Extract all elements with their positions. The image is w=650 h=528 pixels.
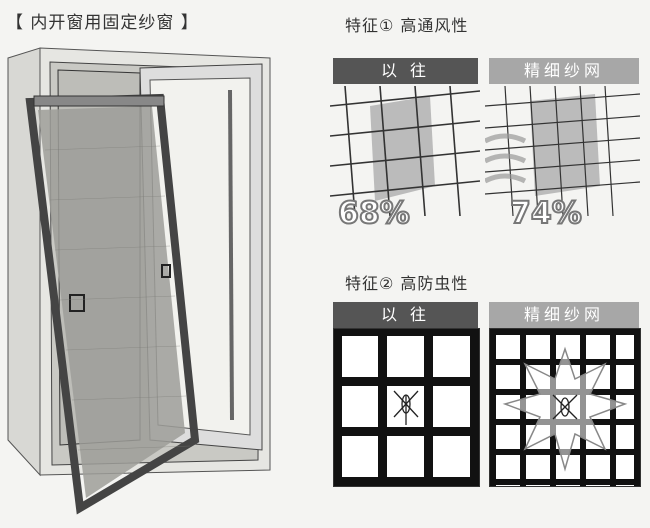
feature1-old-percent: 68% [337,195,411,232]
fine-net-box [489,328,641,487]
feature2-old-header: 以 往 [333,302,478,328]
coarse-mesh-diagram [330,86,480,217]
feature1-label: 特征① 高通风性 [345,16,469,35]
coarse-net-box [333,328,480,487]
page-title: 【 内开窗用固定纱窗 】 [6,13,199,33]
feature2-new-header: 精细纱网 [489,302,639,328]
feature2-label: 特征② 高防虫性 [345,274,469,293]
feature1-new-header: 精细纱网 [489,58,639,84]
fine-mesh-diagram [485,86,640,217]
feature1-new-percent: 74% [509,195,583,232]
window-screen-illustration [7,47,271,515]
feature1-old-header: 以 往 [333,58,478,84]
